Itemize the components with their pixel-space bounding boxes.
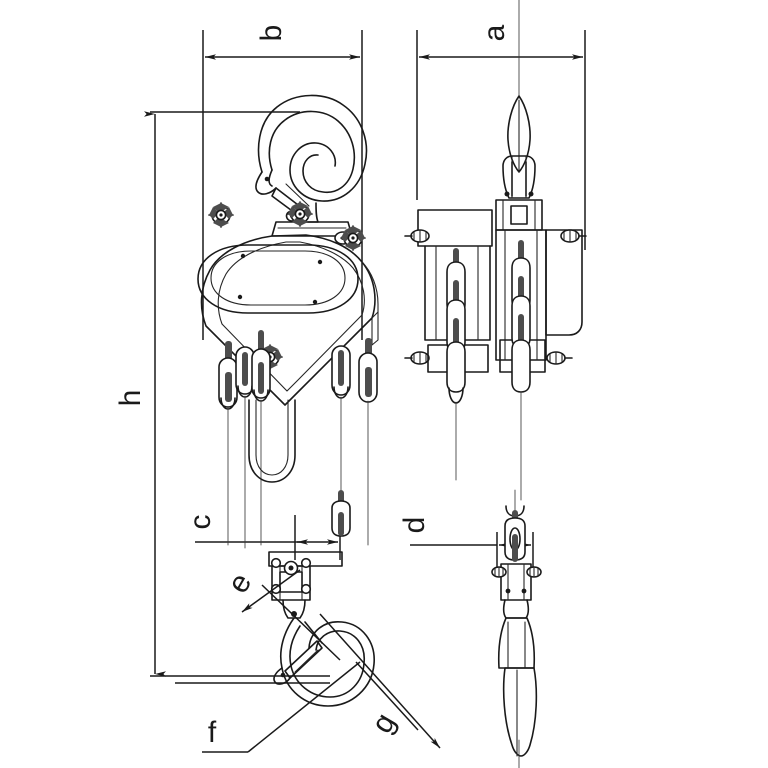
top-hook-inner-curve xyxy=(268,110,356,194)
gear-housing-left-base xyxy=(427,344,489,373)
top-hook-tip-inner xyxy=(268,169,273,187)
hoist-body-inner-offset xyxy=(217,241,365,392)
hook-block-center-dot xyxy=(288,565,294,571)
bottom-side-block-dot-right xyxy=(521,588,527,594)
hand-chain-loop xyxy=(248,399,296,483)
load-chain xyxy=(218,330,378,549)
gear-housing xyxy=(404,209,587,373)
side-hook-body xyxy=(502,155,536,199)
front-view: b h c xyxy=(114,25,441,753)
gear-housing-left-lines xyxy=(435,245,479,341)
side-hand-chain xyxy=(446,248,466,481)
side-chains xyxy=(446,240,531,501)
bottom-side-block-body xyxy=(500,563,532,601)
chain-strand-3 xyxy=(251,330,271,546)
top-hook-tip xyxy=(255,171,277,195)
dimension-f: f xyxy=(175,661,361,753)
dimension-label-b: b xyxy=(255,25,288,42)
chain-strand-2 xyxy=(235,346,255,549)
side-hook-saddle-lines xyxy=(502,199,536,231)
hoist-body-right-wall-edge xyxy=(371,311,379,319)
dimension-label-a: a xyxy=(478,24,511,41)
bottom-hook-tip-dot xyxy=(280,672,286,678)
side-view: a xyxy=(404,0,587,501)
hand-chain-loop-inner xyxy=(255,399,289,476)
dimension-line-e xyxy=(241,569,301,613)
hoist-body-outline xyxy=(200,234,376,406)
extension-line-g xyxy=(355,661,419,731)
bottom-side-chain xyxy=(504,489,526,562)
bottom-side-hook-blade xyxy=(502,667,538,757)
nameplate-inner xyxy=(210,250,346,306)
dimension-label-h: h xyxy=(114,390,147,407)
nameplate-bolt-1 xyxy=(240,253,246,259)
housing-bolt-upper-left xyxy=(404,229,430,243)
chain-strand-1 xyxy=(218,341,238,546)
top-hook-latch-line xyxy=(285,183,310,207)
housing-bolt-upper-right xyxy=(560,229,587,243)
bolt-head-left xyxy=(208,202,234,228)
hook-block-rivet-3 xyxy=(270,583,282,595)
dimension-a: a xyxy=(416,24,586,250)
nameplate-bolt-4 xyxy=(312,299,318,305)
chain-strand-4 xyxy=(331,345,351,496)
hoist-body-right-wall xyxy=(361,261,379,346)
chain-lower-links xyxy=(331,490,351,537)
bottom-side-hook-block xyxy=(491,563,542,601)
bottom-hook-side-view: d xyxy=(398,489,542,768)
bottom-side-hook-shank-lines xyxy=(507,621,526,669)
bolt-head-center xyxy=(287,201,313,227)
dimension-h: h xyxy=(114,111,330,677)
hook-block-rivet-2 xyxy=(300,557,312,569)
bottom-hook-outer-curve xyxy=(279,617,375,707)
bottom-side-block-lines xyxy=(507,563,525,601)
bottom-hook-inner-curve xyxy=(289,625,365,698)
nameplate-outer xyxy=(197,244,359,314)
bolt-head-right xyxy=(340,225,366,251)
bottom-hook-safety-latch xyxy=(284,640,323,679)
side-hook-saddle-window xyxy=(510,205,528,225)
side-load-chain xyxy=(511,240,531,501)
gear-housing-center-body xyxy=(495,229,547,361)
side-hook-body-lines xyxy=(511,155,527,199)
hook-block-top-plate xyxy=(268,551,343,567)
housing-bolt-lower-left xyxy=(404,351,430,365)
oval-nameplate xyxy=(197,244,359,314)
nameplate-bolt-3 xyxy=(237,294,243,300)
dimension-label-d: d xyxy=(398,517,431,534)
top-hook-outer-curve xyxy=(257,94,368,202)
hook-swivel-pin xyxy=(291,611,297,617)
hook-block-rivet-1 xyxy=(270,557,282,569)
extension-line-e xyxy=(261,584,341,661)
nameplate-bolt-2 xyxy=(317,259,323,265)
bottom-side-hook xyxy=(497,599,538,768)
leader-line-f xyxy=(247,661,361,753)
side-top-hook xyxy=(495,0,543,231)
bottom-hook-latch-line xyxy=(294,649,319,673)
bottom-side-block-dot-left xyxy=(505,588,511,594)
dimension-label-c: c xyxy=(184,515,217,530)
dimension-label-f: f xyxy=(208,716,217,749)
chain-strand-5 xyxy=(358,338,378,546)
dimension-line-g xyxy=(319,613,441,749)
bottom-hook-tip xyxy=(273,667,291,685)
hook-block-rivet-4 xyxy=(300,583,312,595)
gear-housing-center-lines xyxy=(504,229,538,361)
gear-housing-right-cover xyxy=(545,229,583,336)
side-hook-pin-left xyxy=(504,191,510,197)
housing-bolt-lower-right xyxy=(546,351,573,365)
top-hook-tip-dot xyxy=(264,176,270,182)
side-hook-pin-right xyxy=(528,191,534,197)
